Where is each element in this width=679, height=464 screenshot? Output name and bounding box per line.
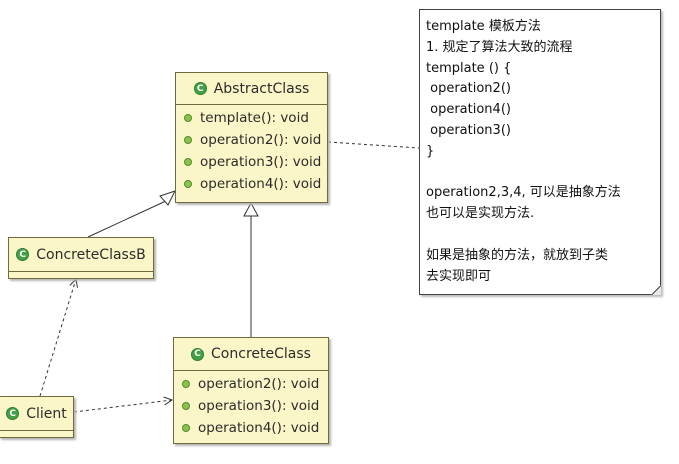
abstract-class-box[interactable]: C AbstractClass template(): void operati…	[175, 72, 328, 203]
abstract-class-header: C AbstractClass	[176, 73, 327, 105]
note-folded-corner	[651, 285, 661, 295]
client-box[interactable]: C Client	[0, 396, 74, 438]
note-line: 如果是抽象的方法，就放到子类	[426, 247, 609, 263]
operation-label: operation2(): void	[200, 132, 322, 148]
abstract-class-name: AbstractClass	[213, 80, 310, 97]
abstract-class-operations: template(): void operation2(): void oper…	[176, 105, 327, 195]
concrete-class-b-header: C ConcreteClassB	[9, 238, 153, 272]
operation-row: operation3(): void	[176, 151, 327, 173]
template-method-note[interactable]: template 模板方法 1. 规定了算法大致的流程 template () …	[419, 9, 661, 295]
operation-label: template(): void	[200, 110, 309, 126]
note-line	[426, 225, 654, 246]
public-method-icon	[184, 136, 192, 144]
public-method-icon	[182, 380, 190, 388]
generalization-b-arrowhead	[159, 190, 176, 206]
client-header: C Client	[0, 397, 73, 431]
public-method-icon	[184, 114, 192, 122]
note-line: template 模板方法	[426, 19, 541, 34]
generalization-b-line	[87, 199, 169, 238]
operation-label: operation3(): void	[200, 154, 322, 170]
public-method-icon	[184, 180, 192, 188]
note-anchor-line	[327, 141, 420, 149]
client-to-concreteclass-dependency	[73, 400, 172, 413]
note-line: operation2()	[426, 81, 511, 97]
note-line: 去实现即可	[426, 268, 492, 284]
class-icon: C	[6, 407, 20, 420]
concrete-class-name: ConcreteClass	[211, 346, 311, 362]
class-icon: C	[193, 82, 207, 95]
public-method-icon	[184, 158, 192, 166]
concrete-class-operations: operation2(): void operation3(): void op…	[174, 371, 328, 439]
operation-row: operation2(): void	[174, 373, 328, 395]
note-line: 1. 规定了算法大致的流程	[426, 39, 573, 55]
note-line: operation3()	[426, 122, 511, 138]
operation-label: operation2(): void	[198, 376, 320, 392]
note-line: 也可以是实现方法.	[426, 206, 535, 222]
class-icon: C	[16, 248, 30, 261]
note-line	[426, 163, 654, 184]
class-icon: C	[191, 347, 205, 361]
operation-row: operation2(): void	[176, 129, 327, 151]
client-to-concreteclassb-dependency	[39, 279, 76, 397]
note-line: operation4()	[426, 102, 511, 118]
public-method-icon	[182, 402, 190, 410]
concrete-class-b-name: ConcreteClassB	[36, 246, 146, 263]
operation-row: template(): void	[176, 107, 327, 129]
operation-label: operation3(): void	[198, 398, 320, 414]
concrete-class-header: C ConcreteClass	[174, 338, 328, 371]
client-name: Client	[26, 405, 67, 422]
public-method-icon	[182, 424, 190, 432]
operation-label: operation4(): void	[198, 420, 320, 436]
generalization-concrete-arrowhead	[243, 201, 259, 217]
concrete-class-box[interactable]: C ConcreteClass operation2(): void opera…	[173, 337, 329, 444]
concrete-class-b-box[interactable]: C ConcreteClassB	[8, 237, 154, 279]
operation-label: operation4(): void	[200, 176, 322, 192]
note-line: template () {	[426, 60, 512, 76]
note-line: }	[426, 143, 435, 159]
note-line: operation2,3,4, 可以是抽象方法	[426, 185, 621, 201]
operation-row: operation3(): void	[174, 395, 328, 417]
operation-row: operation4(): void	[174, 417, 328, 439]
operation-row: operation4(): void	[176, 173, 327, 195]
